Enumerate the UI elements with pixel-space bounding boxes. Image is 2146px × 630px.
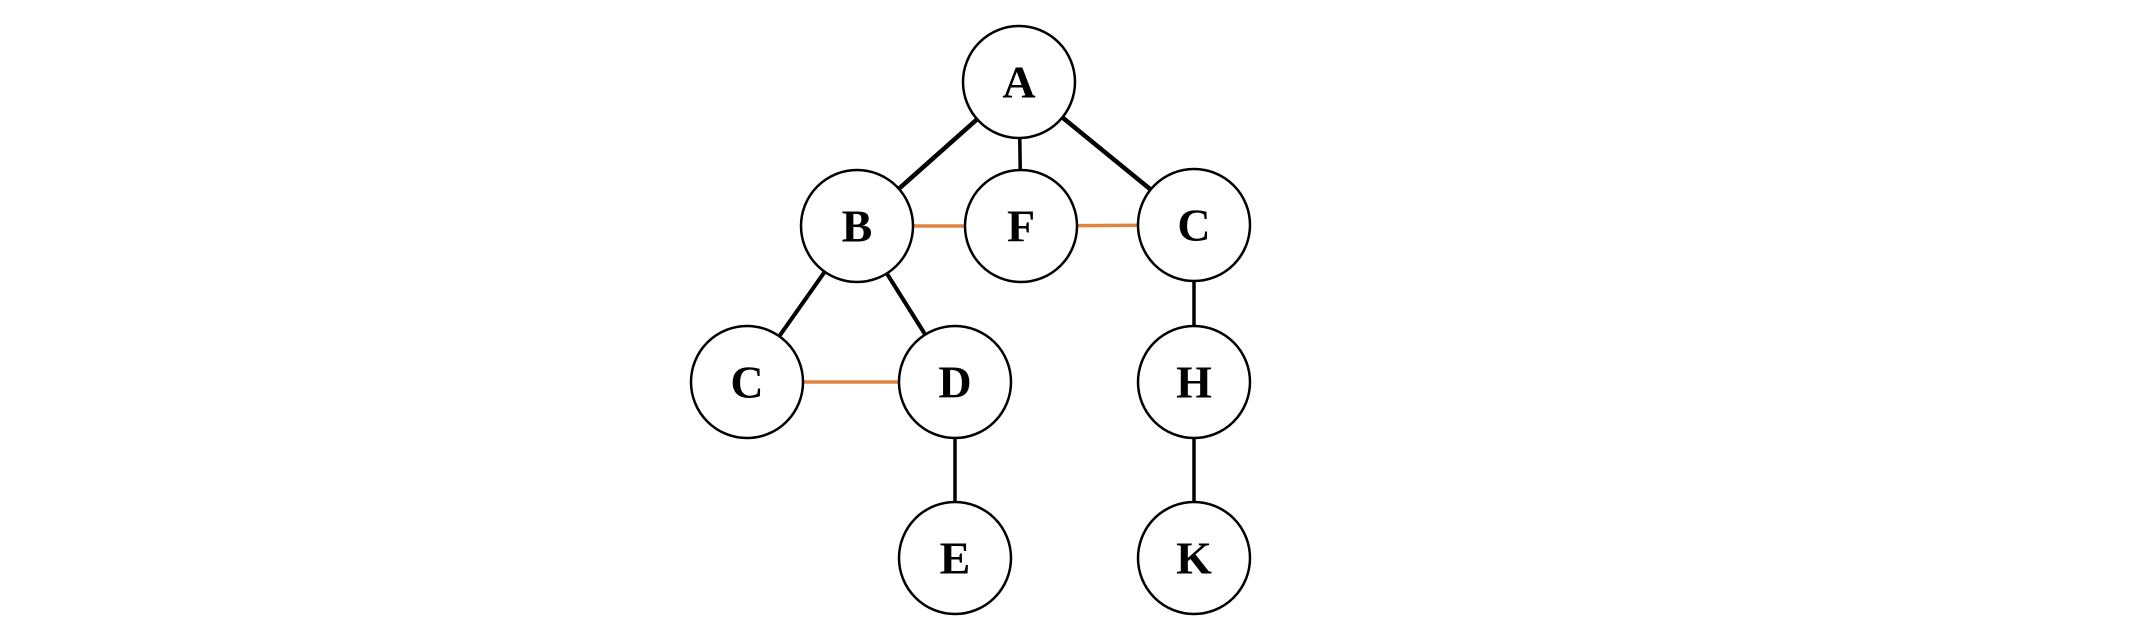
node-C-low-circle [689, 324, 805, 440]
node-H-circle [1136, 324, 1252, 440]
node-E-circle [897, 500, 1013, 616]
node-F-label: F [1007, 201, 1035, 252]
node-B-label: B [842, 201, 873, 252]
node-F-circle [963, 168, 1079, 284]
node-C-top-circle [1136, 167, 1252, 283]
node-A-label: A [1002, 57, 1035, 108]
node-K-circle [1136, 500, 1252, 616]
node-C-low-label: C [730, 357, 763, 408]
node-H-label: H [1176, 357, 1212, 408]
node-B-circle [799, 168, 915, 284]
node-K-label: K [1176, 533, 1212, 584]
node-E-label: E [940, 533, 971, 584]
node-C-top-label: C [1177, 200, 1210, 251]
node-D-circle [897, 324, 1013, 440]
node-A-circle [961, 24, 1077, 140]
node-D-label: D [938, 357, 971, 408]
